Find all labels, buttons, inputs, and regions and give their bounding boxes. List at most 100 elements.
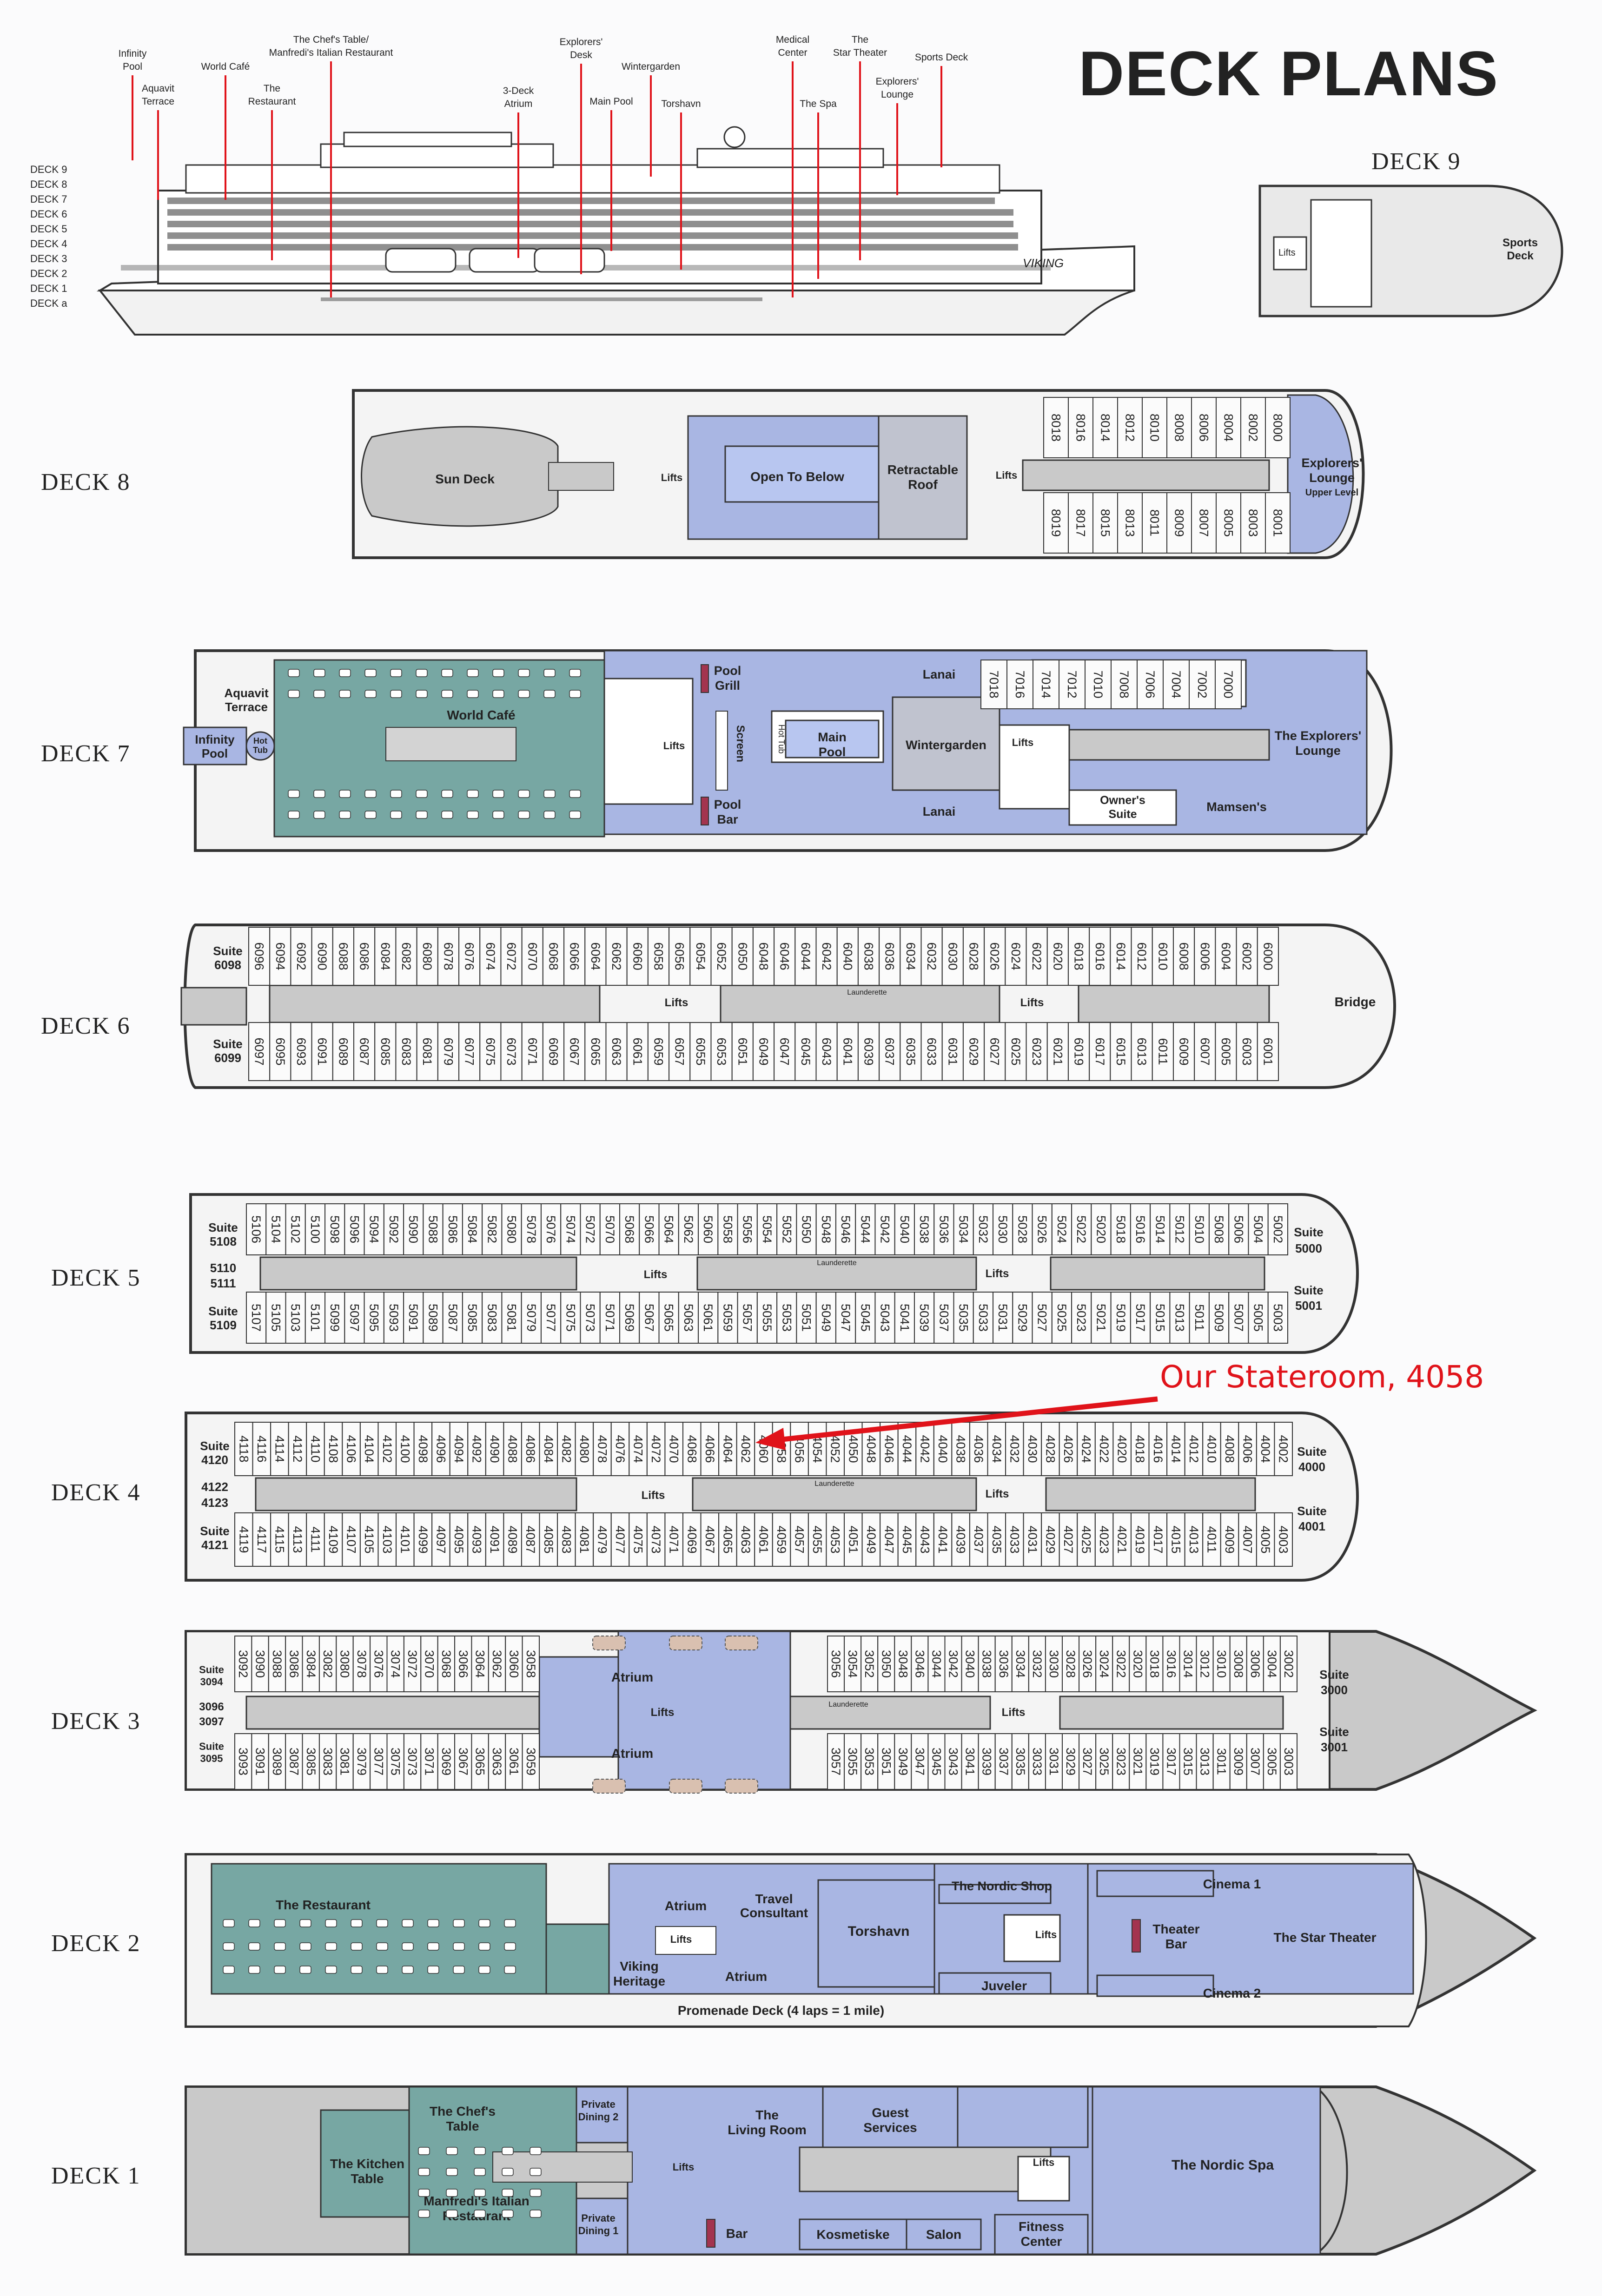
cabin-cell — [234, 1733, 252, 1790]
cabin-number: 5055 — [760, 1304, 774, 1332]
cabin-cell — [449, 1422, 469, 1476]
svg-text:4121: 4121 — [201, 1538, 228, 1552]
cabin-number: 3074 — [389, 1650, 403, 1678]
cabin-cell — [796, 1292, 817, 1344]
cabin-number: 6024 — [1009, 942, 1023, 970]
cabin-cell — [1184, 1422, 1204, 1476]
cabin-number: 5004 — [1251, 1215, 1265, 1243]
cabin-number: 3018 — [1147, 1650, 1161, 1678]
cabin-cell — [1041, 1422, 1060, 1476]
cabin-number: 4105 — [362, 1525, 376, 1553]
cabin-cell — [1215, 660, 1242, 709]
cabin-cell — [1111, 660, 1138, 709]
cabin-number: 5088 — [426, 1215, 440, 1243]
cabin-cell — [252, 1512, 271, 1567]
cabin-number: 6042 — [820, 942, 834, 970]
cabin-cell — [540, 1203, 562, 1255]
cabin-cell — [575, 1422, 594, 1476]
cabin-cell — [503, 1422, 522, 1476]
cabin-cell — [560, 1292, 581, 1344]
cabin-cell — [1112, 1422, 1132, 1476]
cabin-number: 4106 — [344, 1435, 358, 1463]
profile-callout-label: Pool — [123, 61, 142, 72]
cabin-cell — [539, 1422, 558, 1476]
dining-table-icon — [446, 2147, 458, 2155]
cabin-number: 3080 — [338, 1650, 352, 1678]
deck7-pool-grill: Pool — [714, 664, 741, 678]
cabin-number: 6008 — [1177, 942, 1191, 970]
cabin-number: 5087 — [446, 1304, 460, 1332]
dining-table-icon — [453, 1919, 465, 1927]
cabin-number: 4088 — [506, 1435, 520, 1463]
cabin-cell — [1196, 1636, 1214, 1692]
cabin-number: 4050 — [846, 1435, 860, 1463]
cabin-cell — [1191, 492, 1217, 554]
cabin-number: 4099 — [416, 1525, 430, 1553]
cabin-cell — [234, 1512, 253, 1567]
deck3-atrium-bottom: Atrium — [611, 1746, 653, 1761]
cabin-number: 5012 — [1173, 1215, 1187, 1243]
cabin-number: 6088 — [336, 942, 350, 970]
deck2-theater-bar: Theater — [1152, 1922, 1199, 1936]
cabin-number: 4048 — [864, 1435, 878, 1463]
cabin-number: 6061 — [630, 1037, 644, 1065]
cabin-number: 4104 — [362, 1435, 376, 1463]
deck3-suite-3095: Suite — [199, 1741, 224, 1752]
profile-deck-label: DECK 3 — [30, 253, 67, 264]
profile-callout-label: Aquavit — [142, 83, 174, 94]
cabin-number: 3003 — [1282, 1748, 1296, 1775]
cabin-cell — [374, 927, 397, 986]
cabin-cell — [717, 1292, 738, 1344]
cabin-cell — [1256, 1512, 1275, 1567]
cabin-number: 6062 — [609, 942, 623, 970]
dining-table-icon — [441, 669, 453, 677]
svg-text:Terrace: Terrace — [225, 700, 268, 714]
cabin-cell — [1068, 492, 1093, 554]
dining-table-icon — [492, 790, 504, 798]
cabin-cell — [1265, 397, 1291, 458]
cabin-number: 8007 — [1197, 509, 1211, 537]
cabin-cell — [1263, 1733, 1281, 1790]
cabin-number: 5093 — [387, 1304, 401, 1332]
cabin-number: 4046 — [882, 1435, 896, 1463]
cabin-number: 5064 — [662, 1215, 676, 1243]
cabin-cell — [815, 1292, 836, 1344]
cabin-number: 5062 — [682, 1215, 695, 1243]
cabin-number: 4077 — [613, 1525, 627, 1553]
cabin-cell — [827, 1733, 845, 1790]
cabin-cell — [370, 1733, 388, 1790]
cabin-number: 5023 — [1074, 1304, 1088, 1332]
dining-table-icon — [416, 690, 428, 698]
cabin-cell — [1248, 1203, 1269, 1255]
cabin-number: 4020 — [1115, 1435, 1129, 1463]
dining-table-icon — [351, 1919, 363, 1927]
cabin-number: 4110 — [309, 1435, 323, 1462]
deck5-launderette: Launderette — [817, 1259, 857, 1267]
dining-table-icon — [474, 2147, 486, 2155]
cabin-number: 6071 — [525, 1037, 539, 1065]
dining-table-icon — [339, 690, 351, 698]
dining-table-icon — [474, 2210, 486, 2218]
cabin-number: 3075 — [389, 1748, 403, 1775]
cabin-number: 5035 — [957, 1304, 971, 1332]
cabin-number: 6000 — [1261, 942, 1275, 970]
cabin-number: 6015 — [1114, 1037, 1128, 1065]
dining-table-icon — [543, 790, 556, 798]
dining-table-icon — [569, 811, 581, 819]
cabin-number: 4100 — [398, 1435, 412, 1463]
cabin-cell — [270, 1512, 289, 1567]
deck7-tables — [288, 669, 581, 819]
cabin-cell — [1236, 927, 1258, 986]
cabin-number: 3088 — [270, 1650, 284, 1678]
cabin-number: 4038 — [954, 1435, 968, 1463]
cabin-number: 3066 — [456, 1650, 470, 1678]
cabin-number: 7010 — [1091, 670, 1105, 698]
deck1-label: DECK 1 — [51, 2163, 141, 2189]
cabin-number: 5096 — [347, 1215, 361, 1243]
cabin-number: 6077 — [463, 1037, 477, 1065]
cabin-cell — [290, 1022, 312, 1081]
cabin-cell — [251, 1636, 269, 1692]
cabin-number: 4054 — [810, 1435, 824, 1463]
